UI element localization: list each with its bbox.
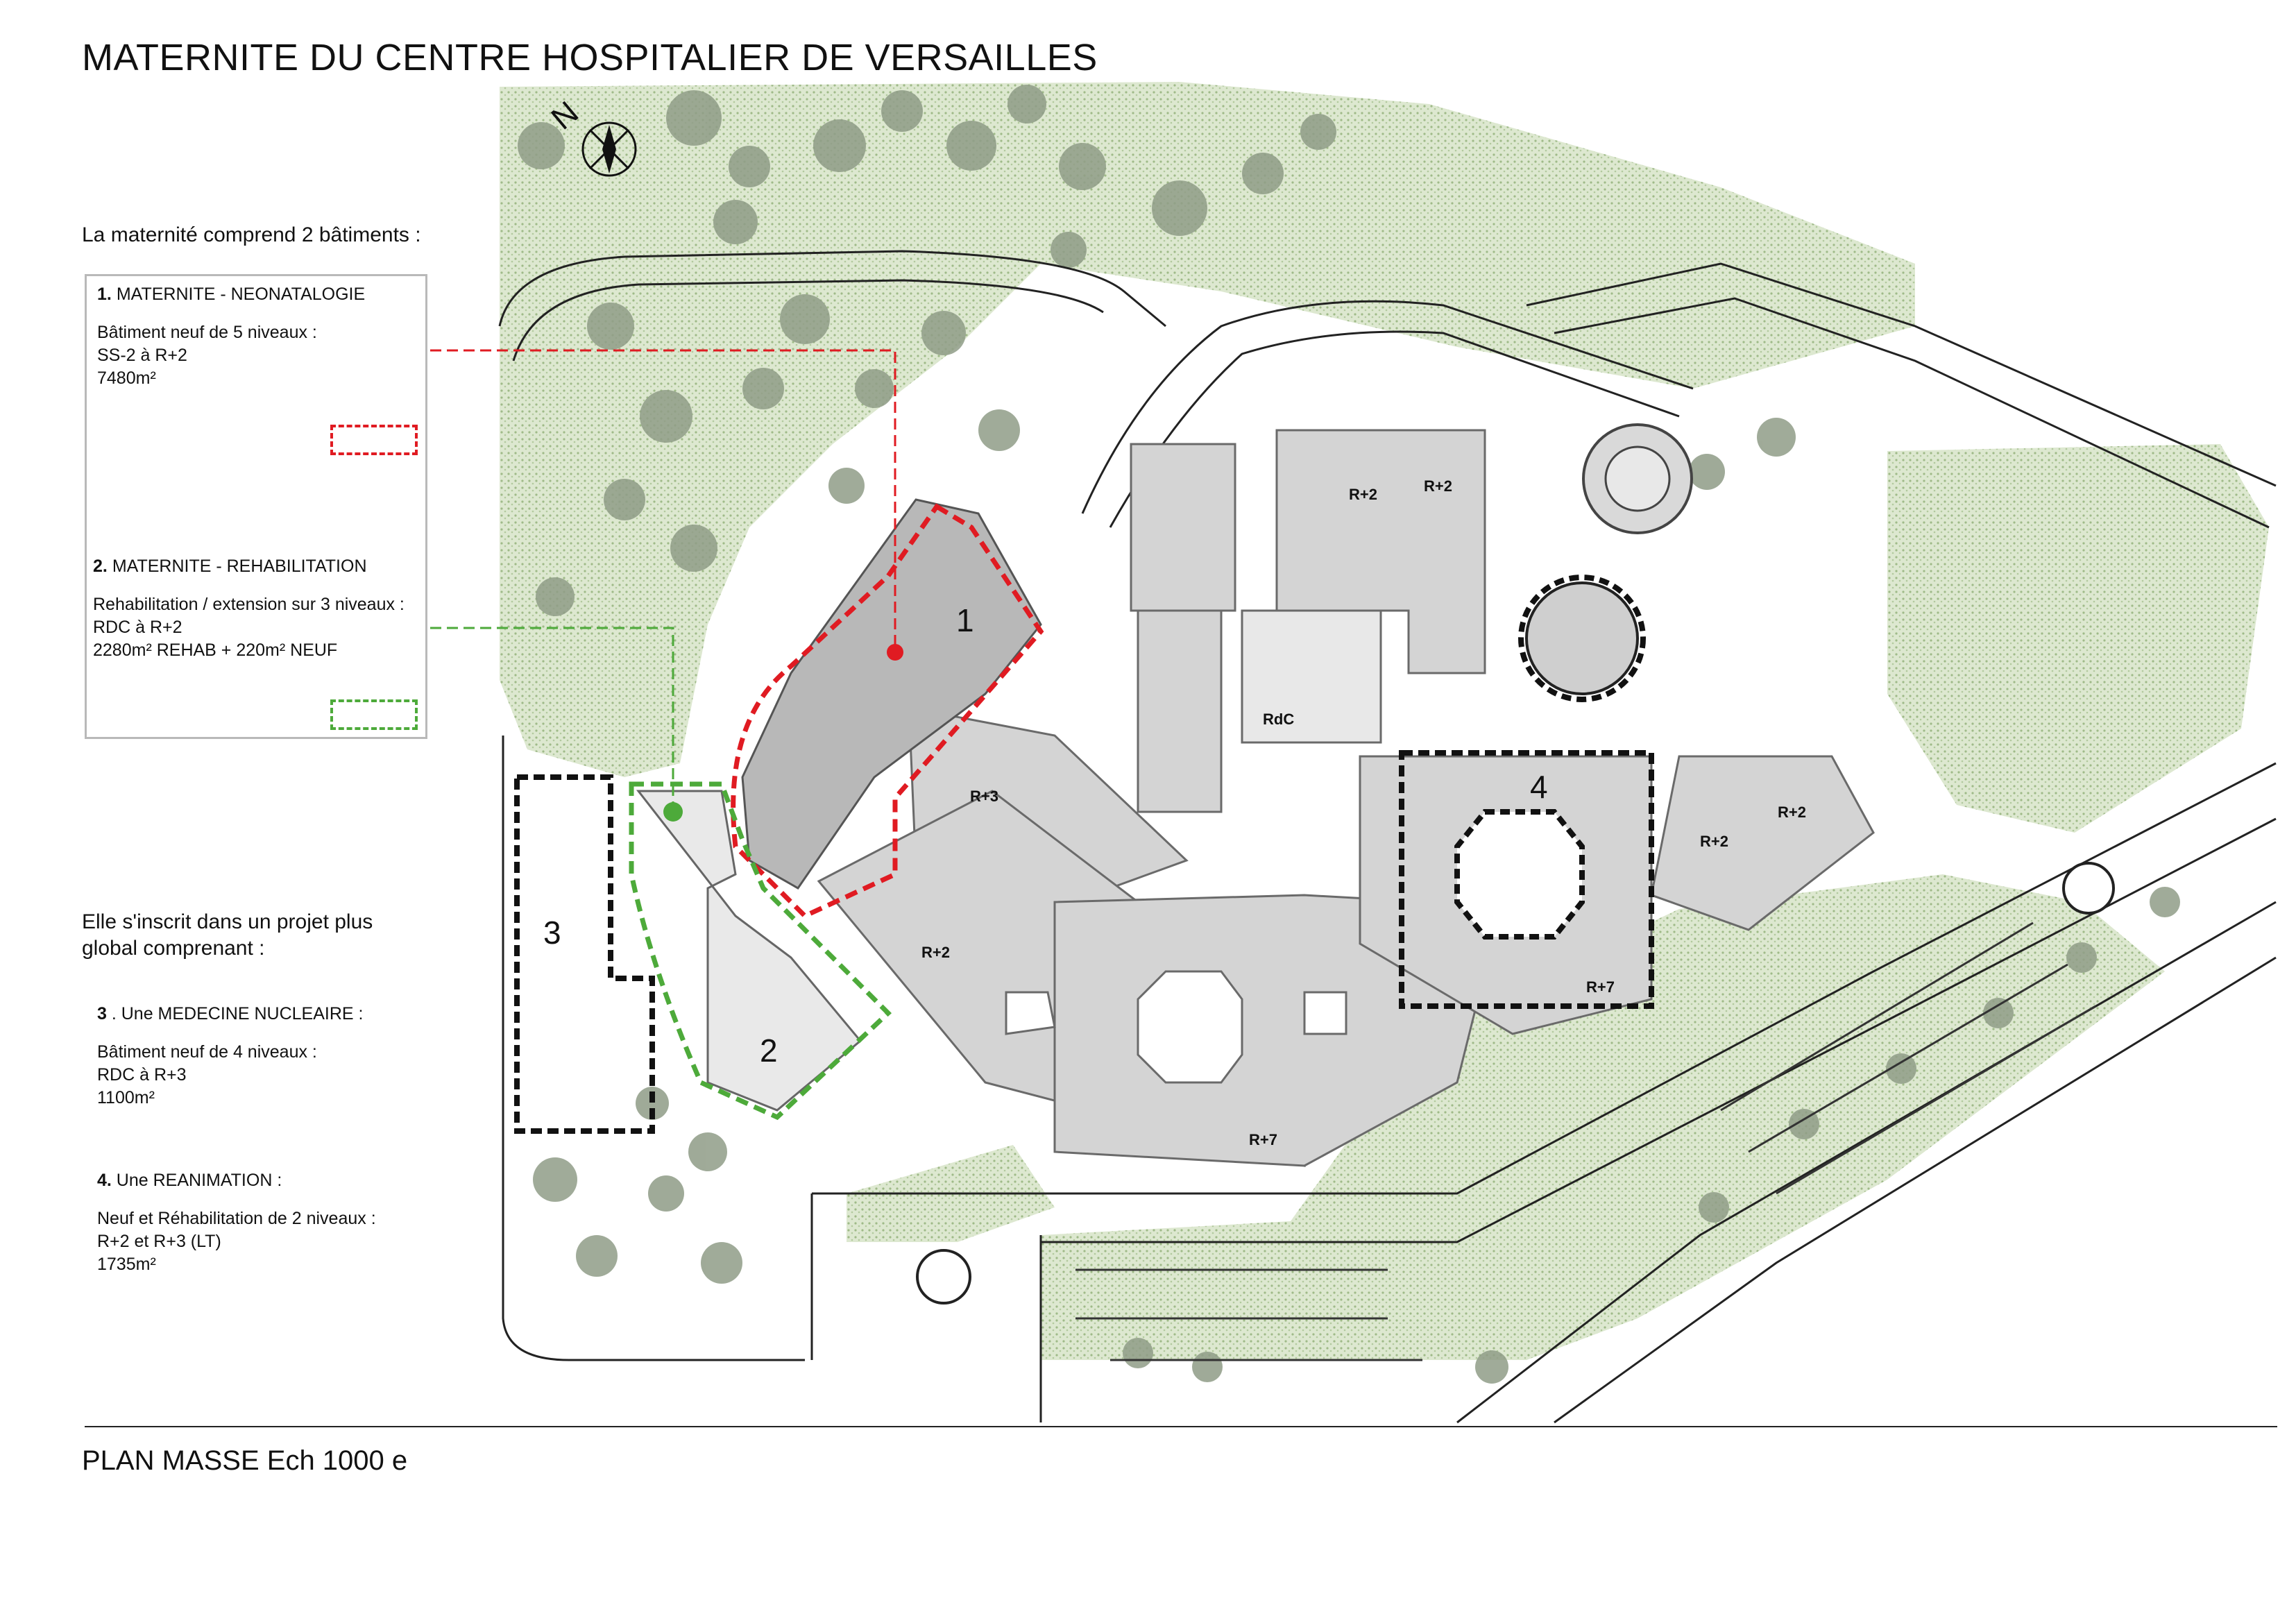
legend-red-dashed-swatch <box>330 425 418 455</box>
level-r7-east: R+7 <box>1586 978 1615 996</box>
map-number-2: 2 <box>760 1033 778 1069</box>
project-4-line2: R+2 et R+3 (LT) <box>97 1232 221 1251</box>
rotunda-north-inner <box>1604 445 1671 512</box>
level-r2-far-east: R+2 <box>1778 804 1806 821</box>
footer-rule <box>85 1426 2277 1427</box>
roundabout <box>916 1249 971 1305</box>
east-park-area <box>1887 444 2269 833</box>
project-4-line1: Neuf et Réhabilitation de 2 niveaux : <box>97 1209 376 1228</box>
global-project-text: Elle s'inscrit dans un projet plus globa… <box>82 909 373 962</box>
level-r2-east: R+2 <box>1700 833 1728 850</box>
legend-building-1-number: 1. <box>97 284 112 304</box>
project-3: 3 . Une MEDECINE NUCLEAIRE : Bâtiment ne… <box>97 1003 363 1110</box>
intro-text: La maternité comprend 2 bâtiments : <box>82 223 421 246</box>
building-4-courtyard <box>1454 809 1585 940</box>
page-title: MATERNITE DU CENTRE HOSPITALIER DE VERSA… <box>82 37 1098 78</box>
level-main-block: R+2 <box>1349 486 1377 503</box>
project-3-line2: RDC à R+3 <box>97 1065 187 1085</box>
roundabout-east <box>2062 862 2115 915</box>
building-2-leader <box>430 627 674 812</box>
building-4-outline <box>1399 750 1654 1009</box>
legend-building-2-line2: RDC à R+2 <box>93 618 182 637</box>
building-3-outline <box>514 774 655 1134</box>
r2-east-block <box>1650 755 1875 931</box>
level-r2-annex: R+2 <box>1424 477 1452 495</box>
building-1-leader <box>430 349 896 652</box>
legend-building-2-name: MATERNITE - REHABILITATION <box>112 556 367 576</box>
map-number-3: 3 <box>543 915 561 951</box>
level-r2-south: R+2 <box>921 944 950 961</box>
level-r7-block: R+7 <box>1249 1131 1277 1148</box>
project-3-number: 3 <box>97 1004 107 1023</box>
legend-building-2-number: 2. <box>93 556 108 576</box>
legend-building-1-name: MATERNITE - NEONATALOGIE <box>116 284 366 304</box>
global-line-1: Elle s'inscrit dans un projet plus <box>82 910 373 933</box>
project-4-name: Une REANIMATION : <box>111 1171 282 1190</box>
legend-building-2-line3: 2280m² REHAB + 220m² NEUF <box>93 640 338 660</box>
legend-box <box>85 274 427 739</box>
project-4-number: 4. <box>97 1171 112 1190</box>
central-tower-block <box>1137 609 1223 813</box>
rotunda-south <box>1525 581 1639 695</box>
building-2-footprint <box>636 790 862 1112</box>
project-3-line1: Bâtiment neuf de 4 niveaux : <box>97 1042 317 1062</box>
building-4-rotunda-outline <box>1518 575 1646 702</box>
building-2-outline <box>629 781 892 1121</box>
legend-building-1-line3: 7480m² <box>97 368 156 388</box>
legend-green-dashed-swatch <box>330 699 418 730</box>
footer-scale-label: PLAN MASSE Ech 1000 e <box>82 1445 408 1476</box>
global-line-2: global comprenant : <box>82 937 265 960</box>
courtyards <box>1005 970 1347 1084</box>
legend-building-1: 1. MATERNITE - NEONATALOGIE Bâtiment neu… <box>97 283 365 390</box>
west-wing-block <box>1130 443 1236 612</box>
project-4-line3: 1735m² <box>97 1255 156 1274</box>
project-3-name: Une MEDECINE NUCLEAIRE : <box>121 1004 364 1023</box>
map-number-1: 1 <box>956 602 974 638</box>
building-1-outline <box>731 503 1044 919</box>
rdc-block <box>1241 609 1382 744</box>
legend-building-2-line1: Rehabilitation / extension sur 3 niveaux… <box>93 595 405 614</box>
legend-building-2: 2. MATERNITE - REHABILITATION Rehabilita… <box>93 555 405 662</box>
project-3-line3: 1100m² <box>97 1088 155 1107</box>
project-3-separator: . <box>106 1004 121 1023</box>
parking-rows <box>1075 921 2096 1361</box>
south-east-lawn <box>1041 874 2165 1360</box>
legend-building-1-line2: SS-2 à R+2 <box>97 346 187 365</box>
level-r3-block: R+3 <box>970 788 998 805</box>
building-1-footprint <box>741 498 1042 890</box>
legend-building-1-line1: Bâtiment neuf de 5 niveaux : <box>97 323 317 342</box>
trees <box>518 85 2180 1384</box>
level-rdc-block: RdC <box>1263 711 1294 728</box>
r7-block <box>1053 894 1486 1167</box>
compass-icon <box>581 121 637 177</box>
north-park-area <box>500 82 1915 777</box>
map-number-4: 4 <box>1530 769 1548 805</box>
project-4: 4. Une REANIMATION : Neuf et Réhabilitat… <box>97 1169 376 1276</box>
